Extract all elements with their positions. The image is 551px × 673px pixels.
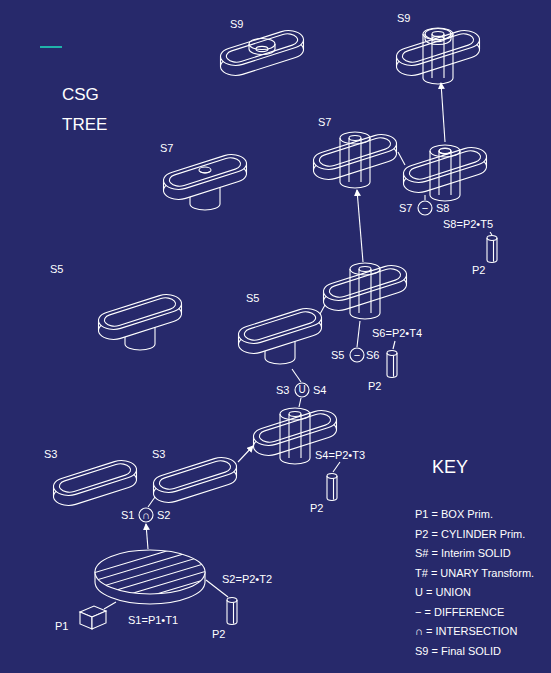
key-entry: ∩ = INTERSECTION: [415, 625, 517, 637]
transform-label: S2=P2•T2: [222, 573, 272, 585]
diagram-title: CSG TREE: [62, 80, 114, 140]
solid-name: S5: [50, 263, 63, 275]
operator-symbol: −: [354, 350, 360, 361]
key-entry: − = DIFFERENCE: [415, 606, 504, 618]
solid-name: S2: [157, 509, 170, 521]
primitive-name: P1: [55, 620, 68, 632]
transform-label: S6=P2•T4: [372, 327, 422, 339]
solid-name: S8: [436, 202, 449, 214]
transform-label: S8=P2•T5: [443, 218, 493, 230]
transform-label: S4=P2•T3: [315, 449, 365, 461]
key-entry: S9 = Final SOLID: [415, 645, 501, 657]
solid-name: S1: [121, 509, 134, 521]
solid-name: S9: [397, 12, 410, 24]
key-entry: P1 = BOX Prim.: [415, 508, 493, 520]
solid-name: S5: [246, 292, 259, 304]
operator-symbol: −: [422, 203, 428, 214]
key-entry: S# = Interim SOLID: [415, 547, 511, 559]
solid-name: S7: [160, 142, 173, 154]
key-entry: U = UNION: [415, 586, 471, 598]
operator-symbol: ∩: [142, 510, 150, 521]
solid-name: S3: [152, 448, 165, 460]
primitive-name: P2: [310, 502, 323, 514]
operator-symbol: U: [298, 385, 305, 395]
key-entry: T# = UNARY Transform.: [415, 567, 534, 579]
key-heading: KEY: [432, 458, 468, 478]
transform-label: S1=P1•T1: [128, 614, 178, 626]
solid-name: S7: [318, 116, 331, 128]
solid-name: S9: [230, 18, 243, 30]
solid-name: S3: [276, 384, 289, 396]
primitive-name: P2: [472, 264, 485, 276]
solid-name: S4: [313, 384, 326, 396]
primitive-name: P2: [368, 380, 381, 392]
solid-name: S5: [331, 349, 344, 361]
key-entry: P2 = CYLINDER Prim.: [415, 528, 525, 540]
solid-name: S3: [44, 448, 57, 460]
primitive-name: P2: [212, 628, 225, 640]
solid-name: S6: [366, 349, 379, 361]
solid-name: S7: [399, 202, 412, 214]
